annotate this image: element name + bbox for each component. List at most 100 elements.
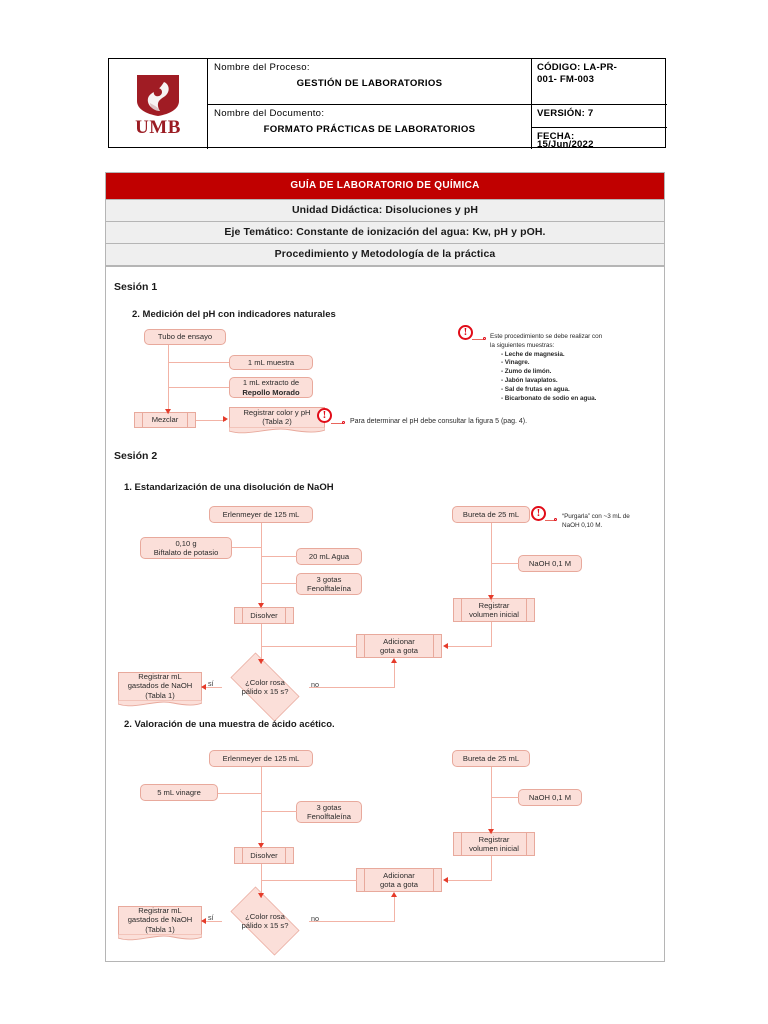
node-p1-bureta: Bureta de 25 mL bbox=[452, 506, 530, 523]
node-p2-registrar-ml: Registrar mL gastados de NaOH (Tabla 1) bbox=[118, 906, 202, 941]
arrow-into-registrar-color bbox=[223, 416, 228, 422]
header-codigo-cell: CÓDIGO: LA-PR- 001- FM-003 bbox=[532, 59, 667, 105]
node-p1-biftalato-line2: Biftalato de potasio bbox=[153, 548, 219, 557]
header-version-cell: VERSIÓN: 7 bbox=[532, 105, 667, 128]
node-p1-disolver: Disolver bbox=[234, 607, 294, 624]
note-sesion1: Este procedimiento se debe realizar con … bbox=[490, 333, 664, 404]
node-p1-biftalato-line1: 0,10 g bbox=[175, 538, 197, 548]
note-purgarla-line2: NaOH 0,10 M. bbox=[562, 521, 603, 529]
node-p1-registrar-volumen-line1: Registrar bbox=[478, 600, 510, 610]
p2-connector-vinagre bbox=[218, 793, 262, 795]
p2-connector-regvol-down bbox=[491, 856, 493, 881]
warning-icon-sesion1: ! bbox=[458, 325, 473, 340]
p1-connector-erlenmeyer-down bbox=[261, 523, 263, 609]
node-1ml-muestra: 1 mL muestra bbox=[229, 355, 313, 370]
header-proceso-label: Nombre del Proceso: bbox=[214, 62, 310, 73]
doc-wave-edge-p1 bbox=[118, 700, 202, 707]
connector-tubo-mezclar bbox=[168, 345, 170, 414]
p1-connector-regvol-down bbox=[491, 622, 493, 647]
node-p2-fenolftaleina: 3 gotas Fenolftaleína bbox=[296, 801, 362, 823]
p2-edge-label-no: no bbox=[311, 914, 319, 923]
node-mezclar: Mezclar bbox=[134, 412, 196, 428]
header-proceso-cell: Nombre del Proceso: GESTIÓN DE LABORATOR… bbox=[208, 59, 532, 105]
header-proceso-value: GESTIÓN DE LABORATORIOS bbox=[296, 78, 443, 89]
p2-connector-naoh bbox=[491, 797, 519, 799]
header-codigo-line1: CÓDIGO: LA-PR- bbox=[537, 62, 618, 73]
header-fecha-label: FECHA: bbox=[537, 131, 575, 142]
p1-connector-agua bbox=[261, 556, 297, 558]
node-tubo-de-ensayo: Tubo de ensayo bbox=[144, 329, 226, 345]
p1-decision-text: ¿Color rosa pálido x 15 s? bbox=[221, 662, 309, 712]
p2-decision-text: ¿Color rosa pálido x 15 s? bbox=[221, 896, 309, 946]
node-p2-registrar-volumen: Registrar volumen inicial bbox=[453, 832, 535, 856]
node-p1-fenolftaleina-line2: Fenolftaleína bbox=[307, 584, 351, 593]
node-p1-adicionar-line1: Adicionar bbox=[383, 636, 415, 646]
p1-connector-disolver-decision bbox=[261, 624, 263, 664]
doc-wave-edge-p2 bbox=[118, 934, 202, 941]
umb-shield-icon bbox=[134, 73, 182, 117]
p2-connector-no-up bbox=[394, 897, 396, 922]
note-purgarla-line1: “Purgarla” con ~3 mL de bbox=[562, 513, 630, 520]
p1-connector-si-path bbox=[206, 687, 222, 689]
p2-edge-label-si: sí bbox=[208, 913, 214, 922]
sesion2-heading: Sesión 2 bbox=[114, 450, 158, 462]
node-p1-fenolftaleina-line1: 3 gotas bbox=[316, 574, 342, 584]
node-p1-registrar-ml-line1: Registrar mL bbox=[138, 672, 182, 682]
p2-arrow-into-disolver bbox=[257, 843, 264, 848]
node-p1-registrar-ml-line2: gastados de NaOH bbox=[127, 681, 193, 691]
p1-arrow-into-adicionar-right bbox=[443, 642, 448, 649]
node-p2-disolver: Disolver bbox=[234, 847, 294, 864]
p1-arrow-into-decision bbox=[257, 659, 264, 664]
footnote-figura5: Para determinar el pH debe consultar la … bbox=[350, 418, 528, 425]
node-p1-fenolftaleina: 3 gotas Fenolftaleína bbox=[296, 573, 362, 595]
node-p1-decision-line2: pálido x 15 s? bbox=[241, 687, 289, 696]
p1-connector-regvol-adicionar bbox=[448, 646, 492, 648]
note-sesion1-line2: la siguientes muestras: bbox=[490, 341, 555, 349]
p2-connector-no-path bbox=[309, 921, 395, 923]
note-leader-line-2 bbox=[331, 423, 343, 424]
note-sesion1-item-3: - Jabón lavaplatos. bbox=[501, 377, 558, 385]
doc-wave-edge bbox=[229, 427, 325, 434]
banner-unidad: Unidad Didáctica: Disoluciones y pH bbox=[106, 200, 664, 222]
connector-mezclar-registrar bbox=[196, 419, 226, 421]
node-p1-decision-color: ¿Color rosa pálido x 15 s? bbox=[221, 652, 309, 722]
note-purgarla: “Purgarla” con ~3 mL de NaOH 0,10 M. bbox=[562, 513, 662, 531]
note-leader-dot-3 bbox=[554, 517, 558, 521]
note-sesion1-item-4: - Sal de frutas en agua. bbox=[501, 385, 570, 393]
umb-logo: UMB bbox=[109, 59, 208, 149]
p1-edge-label-no: no bbox=[311, 680, 319, 689]
node-p1-decision-line1: ¿Color rosa bbox=[245, 677, 285, 687]
note-leader-dot-1 bbox=[483, 336, 487, 340]
node-p2-fenolftaleina-line2: Fenolftaleína bbox=[307, 812, 351, 821]
node-p2-adicionar-line2: gota a gota bbox=[379, 880, 418, 889]
sesion2-part1-subtitle: 1. Estandarización de una disolución de … bbox=[124, 482, 334, 493]
node-extracto-line2: Repollo Morado bbox=[242, 387, 300, 397]
node-p2-registrar-volumen-line2: volumen inicial bbox=[469, 844, 519, 853]
note-sesion1-line1: Este procedimiento se debe realizar con bbox=[490, 333, 603, 340]
node-p2-decision-color: ¿Color rosa pálido x 15 s? bbox=[221, 886, 309, 956]
node-registrar-color-line1: Registrar color y pH bbox=[243, 407, 311, 417]
p1-arrow-into-adicionar-bottom bbox=[390, 658, 397, 663]
p1-arrow-into-registrar-volumen bbox=[487, 595, 494, 600]
banner-eje: Eje Temático: Constante de ionización de… bbox=[106, 222, 664, 244]
arrow-into-mezclar bbox=[164, 409, 171, 414]
header-documento-value: FORMATO PRÁCTICAS DE LABORATORIOS bbox=[263, 124, 476, 135]
node-p2-registrar-ml-line1: Registrar mL bbox=[138, 906, 182, 916]
p2-connector-bureta-down bbox=[491, 767, 493, 834]
header-fecha-value: 15/Jun/2022 bbox=[537, 139, 594, 150]
node-p1-registrar-volumen: Registrar volumen inicial bbox=[453, 598, 535, 622]
banner-procedimiento: Procedimiento y Metodología de la prácti… bbox=[106, 244, 664, 266]
header-fecha-cell: FECHA: 15/Jun/2022 bbox=[532, 128, 667, 150]
node-p2-decision-line2: pálido x 15 s? bbox=[241, 921, 289, 930]
node-p2-registrar-ml-line3: (Tabla 1) bbox=[145, 924, 175, 934]
note-leader-dot-2 bbox=[342, 420, 346, 424]
p1-connector-biftalato bbox=[232, 547, 262, 549]
warning-icon-bureta: ! bbox=[531, 506, 546, 521]
p2-arrow-into-decision bbox=[257, 893, 264, 898]
p1-arrow-into-registrar-ml bbox=[201, 683, 206, 690]
p1-connector-no-path bbox=[309, 687, 395, 689]
node-p2-naoh: NaOH 0,1 M bbox=[518, 789, 582, 806]
p2-connector-erlenmeyer-down bbox=[261, 767, 263, 849]
note-leader-line-3 bbox=[545, 520, 555, 521]
